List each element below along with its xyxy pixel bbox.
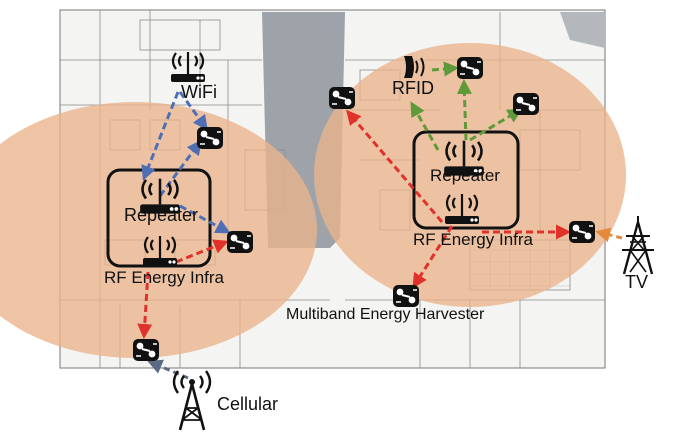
rf-to-harvester-topleft-arrow xyxy=(346,109,444,223)
repeater-label-left: Repeater xyxy=(124,205,199,225)
tv-label: TV xyxy=(625,272,649,292)
repeater-box-right xyxy=(412,130,520,230)
harvester-icon-wifi xyxy=(196,126,224,150)
repeater-to-harvester-arrow xyxy=(158,139,202,197)
rfid-to-tag-arrow xyxy=(431,61,459,77)
concrete-corner xyxy=(560,12,605,48)
arrows xyxy=(137,61,623,380)
harvester-icon-right-tag xyxy=(512,92,540,116)
multiband-harvester-label: Multiband Energy Harvester xyxy=(286,306,485,323)
tv-tower-icon xyxy=(620,214,656,276)
wifi-to-repeater-arrow xyxy=(141,91,180,181)
wifi-label: WiFi xyxy=(181,82,217,102)
tv-to-harvester-arrow xyxy=(595,227,623,243)
repeater-to-tag-top-arrow xyxy=(456,79,472,141)
rf-to-harvester-arrow xyxy=(175,239,229,264)
rf-infra-label-left: RF Energy Infra xyxy=(104,268,224,287)
repeater-to-rfid-arrow xyxy=(410,101,440,151)
rfid-label: RFID xyxy=(392,78,434,98)
harvester-icon-bottom xyxy=(132,338,160,362)
cellular-to-harvester-arrow xyxy=(147,359,189,380)
repeater-to-harvester-right-arrow xyxy=(179,204,231,234)
coverage-zone-left xyxy=(0,102,317,358)
repeater-to-tag-right-arrow xyxy=(469,108,523,142)
harvester-icon-left-right xyxy=(226,230,254,254)
harvester-icon-tv xyxy=(568,220,596,244)
harvester-icon-rfid-tag xyxy=(456,56,484,80)
rf-infra-label-right: RF Energy Infra xyxy=(413,230,533,249)
multiband-harvester-icon xyxy=(392,284,420,308)
wifi-to-harvester-arrow xyxy=(178,91,208,131)
repeater-label-right: Repeater xyxy=(430,166,500,185)
harvester-icon-topleft xyxy=(328,86,356,110)
rf-to-multiband-arrow xyxy=(412,225,454,289)
cellular-tower-icon xyxy=(172,369,212,432)
cellular-label: Cellular xyxy=(217,394,279,414)
